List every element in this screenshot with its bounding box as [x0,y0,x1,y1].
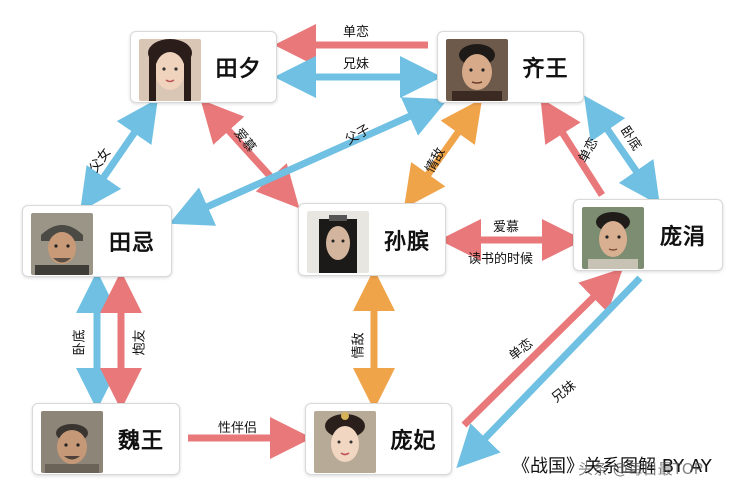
portrait-sunbin [307,211,369,273]
watermark: 头条 @每日最TOP [578,460,703,478]
arrow-pangjuan-pangfei-siblings [456,275,643,469]
node-name-sunbin: 孙膑 [383,229,430,255]
portrait-pangjuan [582,207,644,269]
node-name-tianji: 田忌 [108,231,155,256]
arrow-pangfei-pangjuan-unrequited [461,268,623,428]
node-pangjuan: 庞涓 [573,199,723,271]
portrait-tianji [31,213,93,275]
edge-label-sunbin-pangjuan-reading: 读书的时候 [468,252,534,267]
edge-label-tianji-weiwang-bedfellow: 炮友 [132,329,148,356]
portrait-pangfei [314,411,376,473]
portrait-qiwang [446,39,508,101]
diagram-credit: 《战国》关系图解 BY AY [512,456,712,477]
edge-label-sunbin-pangfei-rival: 情敌 [351,332,367,359]
edge-label-weiwang-pangfei-partner: 性伴侣 [218,421,258,436]
node-tianxi: 田夕 [130,31,277,103]
arrow-tianxi-tianji [80,98,158,212]
arrow-qi-tianji [169,97,448,226]
node-name-tianxi: 田夕 [215,57,262,82]
node-pangfei: 庞妃 [305,403,452,475]
node-weiwang: 魏王 [32,403,180,475]
node-name-pangfei: 庞妃 [390,429,437,454]
edge-label-sunbin-pangjuan-admire: 爱慕 [493,220,520,235]
arrow-qi-sunbin [403,98,483,209]
node-name-pangjuan: 庞涓 [659,225,706,250]
node-name-qiwang: 齐王 [522,57,569,82]
node-tianji: 田忌 [22,205,172,277]
portrait-tianxi [139,39,201,101]
node-sunbin: 孙膑 [298,203,446,276]
node-qiwang: 齐王 [437,31,584,103]
edge-label-tianxi-qi-siblings: 兄妹 [343,57,370,72]
edge-label-qi-tianxi-unrequited: 单恋 [343,25,370,40]
portrait-weiwang [41,411,103,473]
edge-label-tianji-weiwang-undercover: 卧底 [72,329,88,356]
node-name-weiwang: 魏王 [117,429,164,454]
arrow-pangjuan-qi-undercover [584,95,660,206]
